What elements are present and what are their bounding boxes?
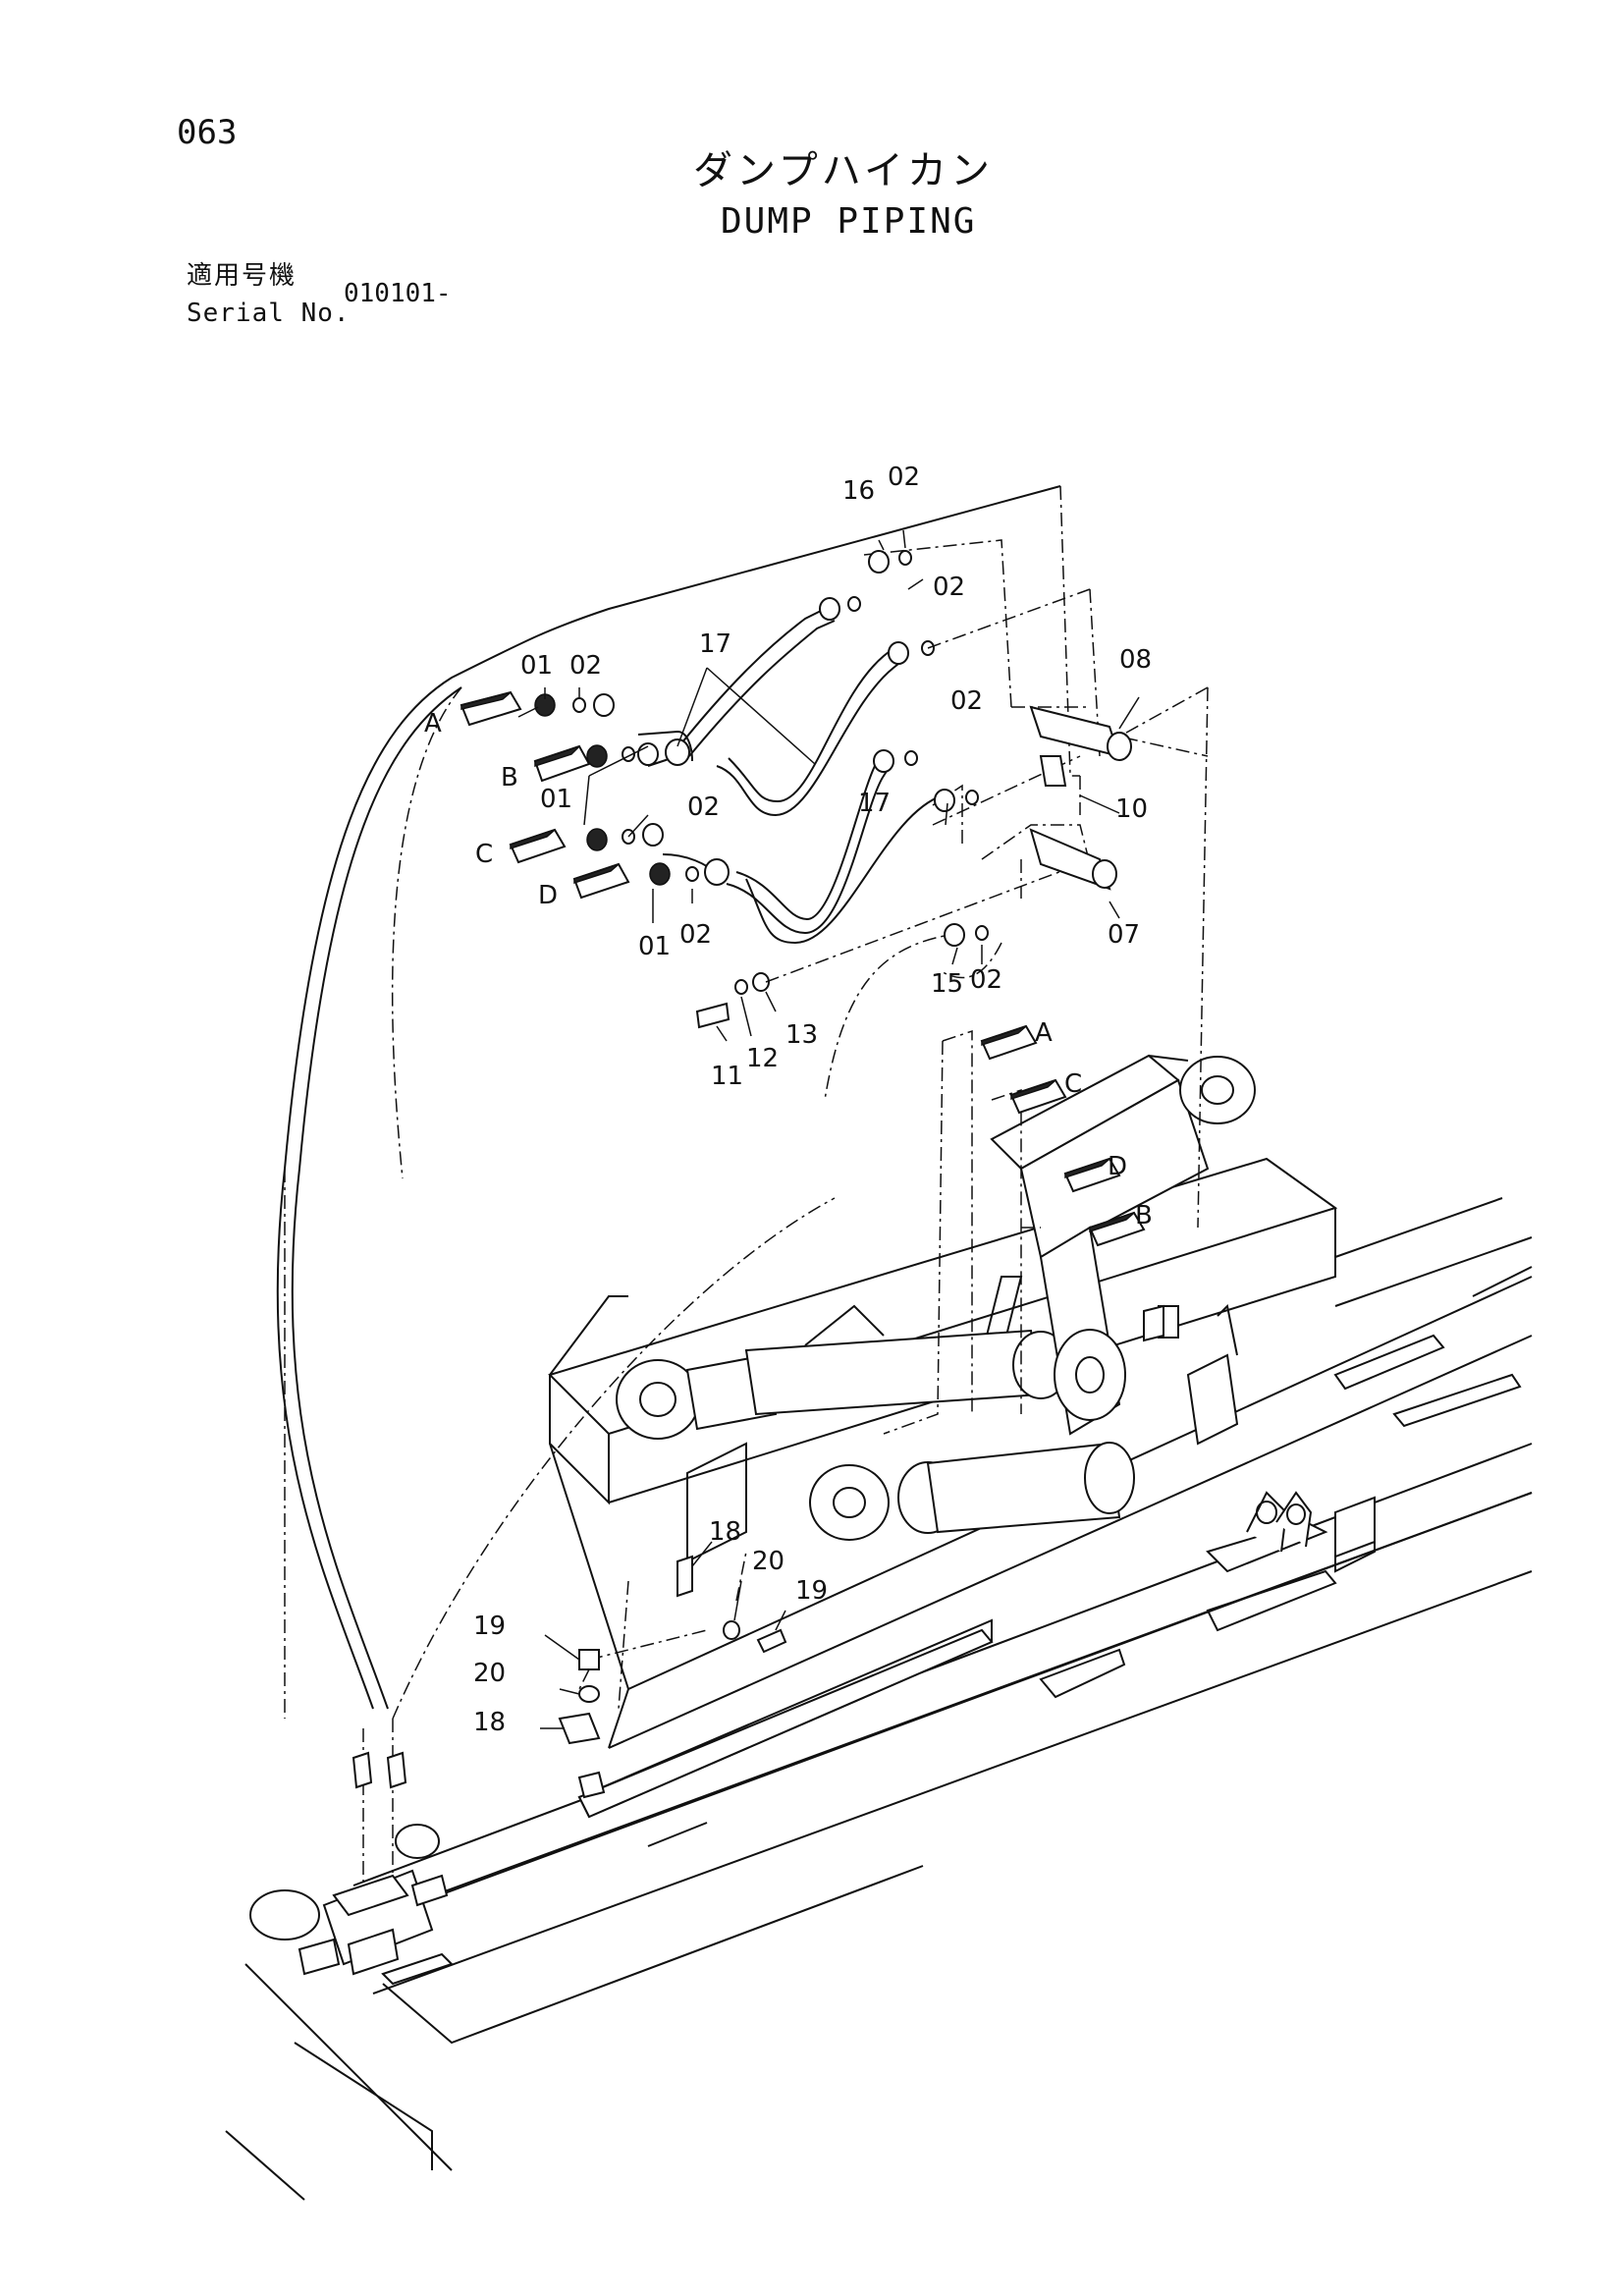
fittings [534, 550, 1164, 1799]
dump-arm [990, 1054, 1256, 1446]
control-valve [249, 1751, 454, 1986]
callout-01: 01 [520, 651, 553, 681]
callout-C: C [1064, 1069, 1082, 1099]
callout-17: 17 [699, 629, 731, 659]
callout-02: 02 [950, 686, 983, 716]
quick-couplers [460, 690, 1146, 1247]
serial-label-japanese: 適用号機 [187, 261, 298, 291]
dump-cylinder-upper [616, 1304, 1069, 1440]
callout-01: 01 [638, 932, 671, 961]
callout-19: 19 [473, 1612, 506, 1641]
callout-02: 02 [569, 651, 602, 681]
callout-02: 02 [888, 463, 920, 492]
callout-B: B [1135, 1201, 1153, 1230]
callout-18: 18 [709, 1517, 741, 1547]
callout-10: 10 [1115, 794, 1148, 824]
hydraulic-hoses [276, 485, 1061, 1710]
callout-18: 18 [473, 1708, 506, 1737]
dump-cylinder-lower [809, 1442, 1135, 1541]
callout-C: C [475, 840, 493, 869]
callout-11: 11 [711, 1062, 743, 1091]
callout-leaders [517, 529, 1140, 1729]
callout-02: 02 [933, 573, 965, 602]
chassis-frame [225, 1157, 1533, 2201]
callout-D: D [538, 881, 558, 910]
serial-label-english: Serial No. [187, 299, 351, 328]
callout-20: 20 [752, 1547, 784, 1576]
callout-D: D [1108, 1152, 1127, 1181]
callout-A: A [1035, 1018, 1053, 1048]
callout-A: A [424, 709, 442, 738]
callout-B: B [501, 763, 518, 793]
callout-13: 13 [785, 1020, 818, 1050]
callout-15: 15 [931, 969, 963, 999]
callout-labels: 16 02 02 17 01 02 A B 01 02 17 C D 01 02… [424, 463, 1153, 1737]
callout-19: 19 [795, 1576, 828, 1606]
callout-02: 02 [970, 965, 1002, 995]
callout-20: 20 [473, 1659, 506, 1688]
callout-07: 07 [1108, 920, 1140, 950]
page-number: 063 [177, 113, 238, 152]
serial-number-value: 010101- [344, 279, 452, 308]
callout-02: 02 [687, 793, 720, 822]
callout-08: 08 [1119, 645, 1152, 675]
callout-12: 12 [746, 1044, 779, 1073]
mounting-bracket [1206, 1491, 1376, 1573]
callout-16: 16 [842, 476, 875, 506]
title-japanese: ダンプハイカン [693, 148, 994, 193]
callout-01: 01 [540, 785, 572, 814]
callout-02: 02 [679, 920, 712, 950]
callout-17: 17 [858, 789, 891, 818]
title-english: DUMP PIPING [721, 201, 977, 242]
